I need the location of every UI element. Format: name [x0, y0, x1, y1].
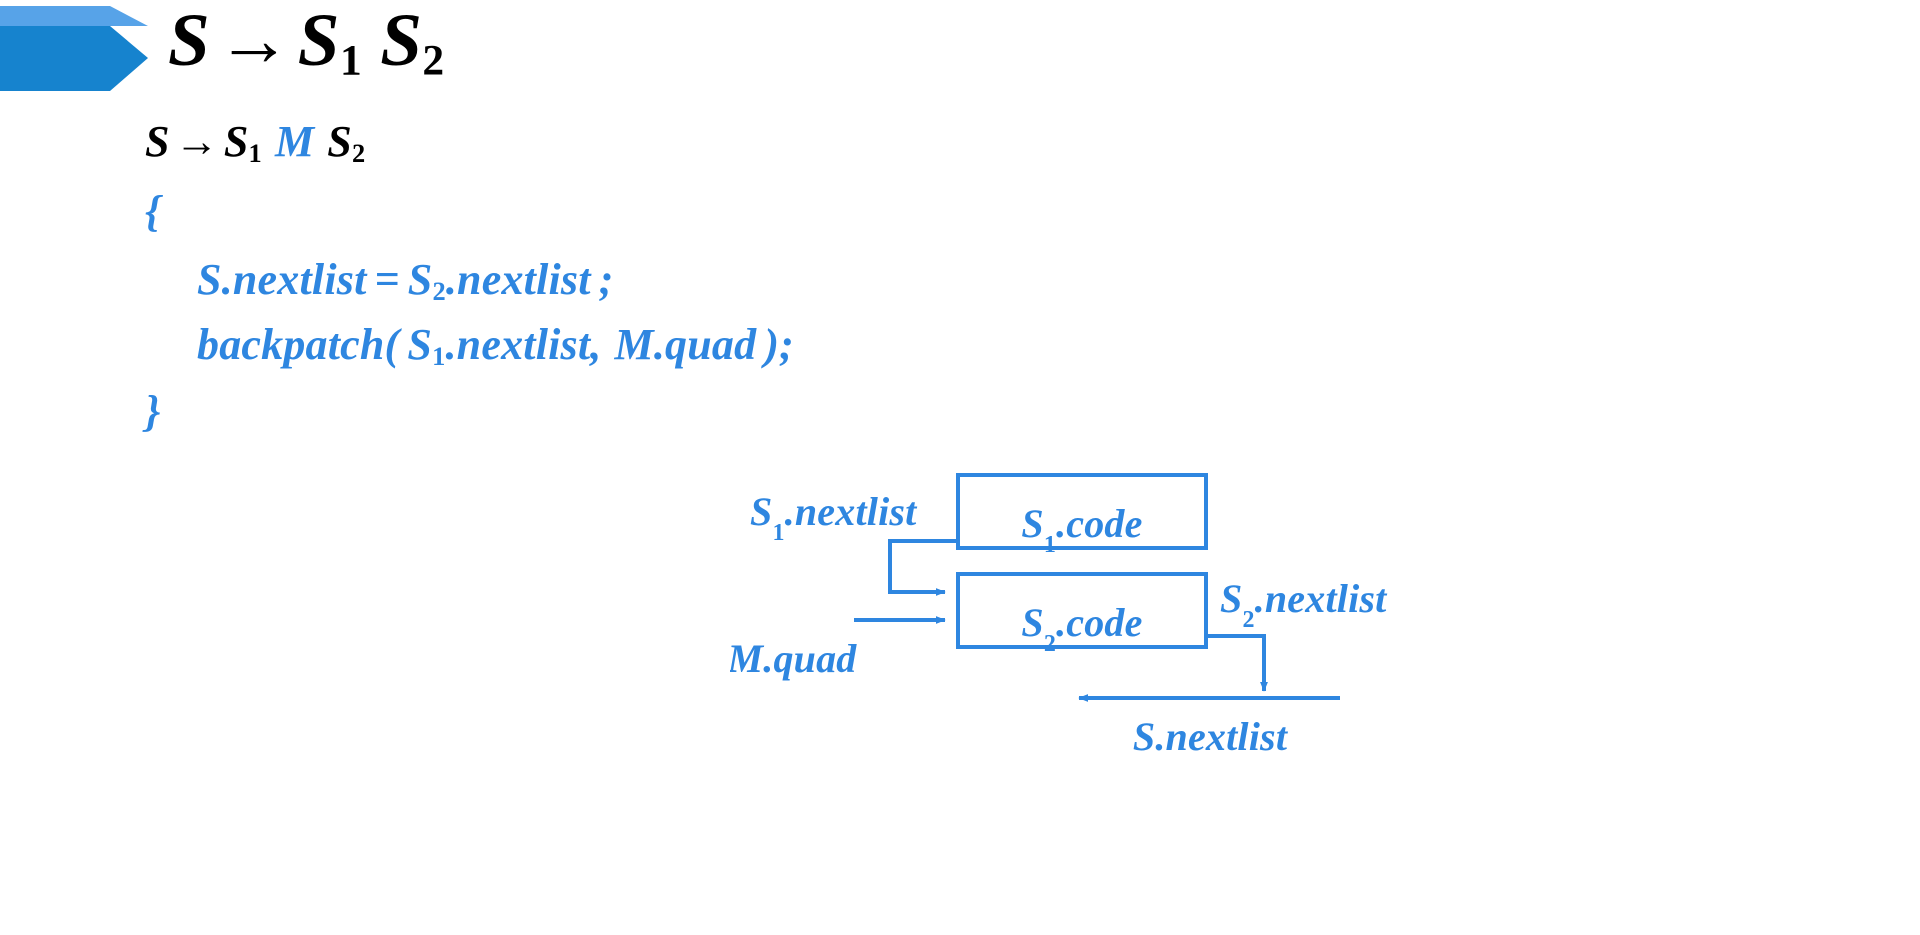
title-lhs: S: [168, 0, 211, 82]
title-arrow-glyph: →: [216, 0, 292, 82]
stmt1-part-0: S.nextlist: [197, 255, 367, 304]
title-rhs-1: S: [297, 0, 340, 82]
production-sym2: S: [327, 117, 352, 166]
stmt1-part-4: .nextlist: [445, 255, 591, 304]
label-s2-nextlist-base: S: [1220, 576, 1242, 621]
chevron-bullet-icon: [0, 6, 148, 91]
label-s2-nextlist: S2.nextlist: [1220, 576, 1388, 633]
box-s2-code-label-sub: 2: [1044, 631, 1056, 657]
box-s2-code-label-base: S: [1021, 600, 1043, 645]
box-s1-code: [956, 473, 1208, 550]
label-s-nextlist-base: S: [1133, 714, 1155, 759]
stmt1-subscript: 2: [432, 275, 446, 306]
production-marker: M: [274, 117, 315, 166]
title-rhs-2-subscript: 2: [422, 36, 445, 85]
stmt2-func-open: backpatch(: [197, 320, 400, 369]
stmt1-part-2: S: [407, 255, 433, 304]
label-s1-nextlist-tail: .nextlist: [785, 489, 919, 534]
box-s2-code-label: S2.code: [1021, 600, 1142, 657]
box-s2-code-label-tail: .code: [1056, 600, 1143, 645]
box-s1-code-label: S1.code: [1021, 501, 1142, 558]
box-s1-code-label-tail: .code: [1056, 501, 1143, 546]
label-s1-nextlist: S1.nextlist: [750, 489, 918, 546]
production-sym1: S: [223, 117, 249, 166]
label-m-quad-base: M: [730, 636, 764, 681]
label-s1-nextlist-base: S: [750, 489, 772, 534]
label-m-quad: M.quad: [730, 636, 857, 681]
arrow-s2-nextlist-down: [1204, 634, 1268, 692]
brace-close: }: [145, 387, 161, 436]
stmt1-terminator: ;: [598, 255, 614, 304]
production-arrow-glyph: →: [174, 117, 219, 166]
title-rhs-2: S: [380, 0, 423, 82]
stmt1-part-1: =: [374, 255, 400, 304]
statement-nextlist-assign: S.nextlist=S2.nextlist;: [197, 258, 614, 304]
box-s1-code-label-sub: 1: [1044, 532, 1056, 558]
label-s1-nextlist-sub: 1: [772, 520, 784, 546]
stmt2-arg1-tail: .nextlist,: [445, 320, 602, 369]
box-s1-code-label-base: S: [1021, 501, 1043, 546]
brace-open: {: [145, 187, 161, 236]
stmt2-arg2: M.quad: [614, 320, 757, 369]
stmt2-arg1-base: S: [407, 320, 433, 369]
label-s-nextlist-tail: .nextlist: [1155, 714, 1289, 759]
title-rhs-1-subscript: 1: [339, 36, 363, 85]
label-s2-nextlist-tail: .nextlist: [1255, 576, 1389, 621]
backpatching-flow-diagram: S1.code S2.code S1.nextlist M.quad S2.ne…: [730, 440, 1920, 935]
label-s-nextlist: S.nextlist: [1133, 714, 1289, 759]
production-lhs: S: [145, 117, 170, 166]
production-sym1-subscript: 1: [248, 137, 262, 168]
production-sym2-subscript: 2: [351, 137, 366, 168]
stmt2-arg1-subscript: 1: [432, 340, 446, 371]
statement-backpatch: backpatch(S1.nextlist,M.quad);: [197, 323, 794, 369]
label-m-quad-tail: .quad: [763, 636, 857, 681]
arrow-s1-nextlist-to-s2: [888, 539, 960, 596]
label-s2-nextlist-sub: 2: [1242, 607, 1254, 633]
stmt2-func-close: );: [764, 320, 795, 369]
box-s2-code: [956, 572, 1208, 649]
